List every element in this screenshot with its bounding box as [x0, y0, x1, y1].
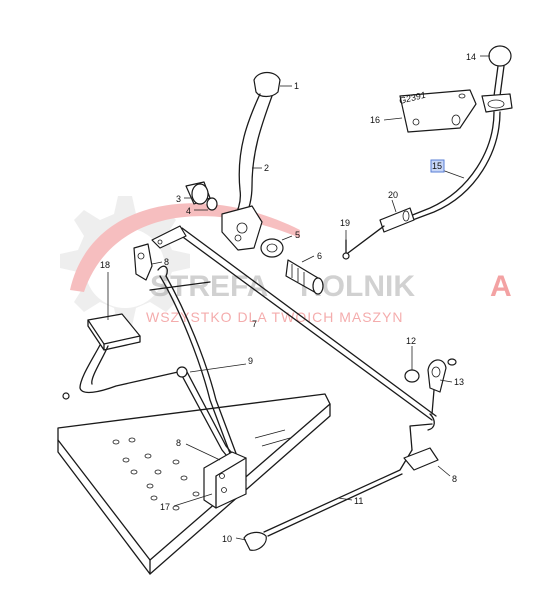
callout-18: 18 — [100, 260, 110, 270]
cable-end-knob — [243, 531, 267, 551]
callout-15-highlight — [430, 159, 445, 173]
lever-knob — [253, 71, 281, 98]
lower-cable — [243, 423, 439, 551]
callout-2: 2 — [264, 163, 269, 173]
shift-lever-assembly — [185, 71, 324, 295]
floor-plate — [57, 393, 331, 575]
callout-8-upper: 8 — [164, 257, 169, 267]
callout-8-right: 8 — [452, 474, 457, 484]
callout-3: 3 — [176, 194, 181, 204]
watermark-brand-1: STREFA — [150, 270, 268, 303]
callout-8-middle: 8 — [176, 438, 181, 448]
callout-14: 14 — [466, 52, 476, 62]
throttle-knob — [488, 45, 512, 67]
callout-4: 4 — [186, 206, 191, 216]
callout-20: 20 — [388, 190, 398, 200]
watermark-brand-3: A — [490, 270, 512, 303]
watermark — [60, 196, 300, 326]
callout-labels: 1 2 3 4 5 6 7 8 8 8 9 10 11 12 13 14 15 … — [100, 52, 476, 544]
callout-19: 19 — [340, 218, 350, 228]
callout-11: 11 — [354, 496, 363, 506]
side-lever — [404, 358, 457, 415]
watermark-swoosh — [70, 203, 300, 292]
linkage-rod — [151, 225, 437, 431]
washer — [260, 238, 284, 258]
callout-16: 16 — [370, 115, 380, 125]
watermark-tagline: WSZYSTKO DLA TWOICH MASZYN — [146, 309, 404, 325]
callout-6: 6 — [317, 251, 322, 261]
callout-1: 1 — [294, 81, 299, 91]
callout-12: 12 — [406, 336, 416, 346]
throttle-assembly — [342, 45, 513, 260]
callout-15: 15 — [432, 161, 442, 171]
bushing — [185, 181, 218, 211]
leader-lines — [107, 55, 490, 541]
callout-5: 5 — [295, 230, 300, 240]
callout-7: 7 — [252, 319, 257, 329]
pedal-assembly — [62, 243, 247, 509]
callout-17: 17 — [160, 502, 170, 512]
callout-13: 13 — [454, 377, 464, 387]
pedal-bracket — [203, 451, 247, 509]
callout-10: 10 — [222, 534, 232, 544]
callout-9: 9 — [248, 356, 253, 366]
